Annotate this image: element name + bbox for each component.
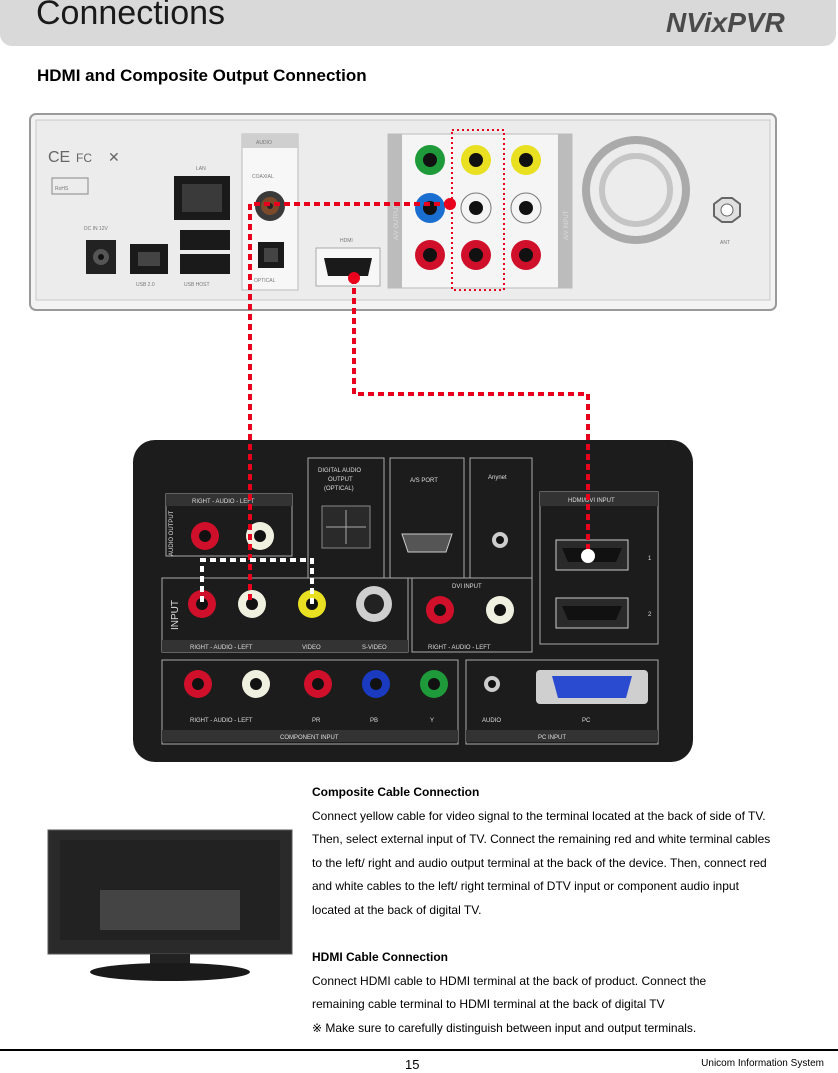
tv-input-rl: RIGHT - AUDIO - LEFT	[190, 645, 253, 651]
tv-y-label: Y	[430, 718, 434, 724]
composite-line: Connect yellow cable for video signal to…	[312, 808, 766, 823]
audio-box-label: AUDIO	[256, 140, 272, 146]
optical-label: OPTICAL	[254, 278, 276, 284]
lan-label: LAN	[196, 166, 206, 172]
hdmi-line: remaining cable terminal to HDMI termina…	[312, 997, 665, 1012]
svg-text:FC: FC	[76, 151, 92, 165]
connection-diagram: CE FC ✕ RoHS DC IN 12V USB 2.0 LAN USB H…	[29, 113, 777, 981]
tv-anynet-label: Anynet	[488, 475, 507, 481]
usb2-label: USB HOST	[184, 282, 210, 288]
tv-pc-input-label: PC INPUT	[538, 735, 566, 741]
composite-line: Then, select external input of TV. Conne…	[312, 832, 771, 847]
nvixpvr-logo: NVixPVR	[666, 7, 786, 38]
tv-hdmi-dvi-label: HDMI/DVI INPUT	[568, 498, 615, 504]
page-title: Connections	[36, 0, 226, 32]
tv-dvi-rl: RIGHT - AUDIO - LEFT	[428, 645, 491, 651]
composite-heading: Composite Cable Connection	[312, 785, 480, 799]
hdmi-cable	[352, 278, 590, 556]
page-number: 15	[405, 1057, 420, 1072]
tv-dvi-input-label: DVI INPUT	[452, 584, 482, 590]
svg-text:CE: CE	[48, 149, 70, 166]
tv-hdmi-port2: 2	[648, 612, 652, 618]
footer-divider	[0, 1049, 838, 1051]
dc-in-label: DC IN 12V	[84, 226, 109, 232]
cables	[200, 202, 590, 604]
instructions: Composite Cable Connection Connect yello…	[312, 781, 802, 1041]
av-output-label: A/V OUTPUT	[394, 204, 400, 240]
tv-comp-rl: RIGHT - AUDIO - LEFT	[190, 718, 253, 724]
tv-dig-audio-2: OUTPUT	[328, 477, 353, 483]
tv-svideo-label: S-VIDEO	[362, 645, 387, 651]
tv-audio-out-rl: RIGHT - AUDIO - LEFT	[192, 499, 255, 505]
svg-text:✕: ✕	[108, 149, 120, 165]
composite-line: to the left/ right and audio output term…	[312, 855, 767, 870]
tv-dig-audio-3: (OPTICAL)	[324, 486, 354, 492]
cable-endpoints	[348, 198, 595, 563]
footer-company: Unicom Information System	[701, 1058, 824, 1069]
section-title: HDMI and Composite Output Connection	[37, 66, 367, 85]
hdmi-label: HDMI	[340, 238, 353, 244]
tv-pc-label: PC	[582, 718, 591, 724]
tv-thumbnail	[47, 829, 293, 981]
tv-audio-output-label: AUDIO OUTPUT	[169, 510, 175, 556]
composite-video-cable	[200, 558, 314, 604]
tv-video-label: VIDEO	[302, 645, 321, 651]
logo-text: NVixPVR	[666, 7, 786, 38]
rohs-label: RoHS	[55, 186, 69, 192]
tv-input-side-label: INPUT	[170, 600, 181, 630]
av-input-label: A/V INPUT	[564, 210, 570, 240]
tv-pb-label: PB	[370, 718, 378, 724]
device-back-panel: CE FC ✕ RoHS DC IN 12V USB 2.0 LAN USB H…	[29, 113, 777, 311]
tv-component-input-label: COMPONENT INPUT	[280, 735, 339, 741]
composite-line: located at the back of digital TV.	[312, 902, 482, 917]
ant-label: ANT	[720, 240, 730, 246]
tv-as-port-label: A/S PORT	[410, 478, 438, 484]
tv-dig-audio-1: DIGITAL AUDIO	[318, 468, 361, 474]
tv-audio-label: AUDIO	[482, 718, 501, 724]
coaxial-label: COAXIAL	[252, 174, 274, 180]
tv-pr-label: PR	[312, 718, 321, 724]
hdmi-line: Connect HDMI cable to HDMI terminal at t…	[312, 973, 707, 988]
usb1-label: USB 2.0	[136, 282, 155, 288]
composite-line: and white cables to the left/ right term…	[312, 879, 739, 894]
tv-hdmi-port1: 1	[648, 556, 652, 562]
header-bar	[0, 0, 836, 46]
hdmi-note: ※ Make sure to carefully distinguish bet…	[312, 1020, 697, 1035]
tv-back-panel: RIGHT - AUDIO - LEFT AUDIO OUTPUT DIGITA…	[133, 440, 693, 762]
hdmi-heading: HDMI Cable Connection	[312, 950, 449, 965]
composite-audio-cable	[248, 202, 450, 604]
